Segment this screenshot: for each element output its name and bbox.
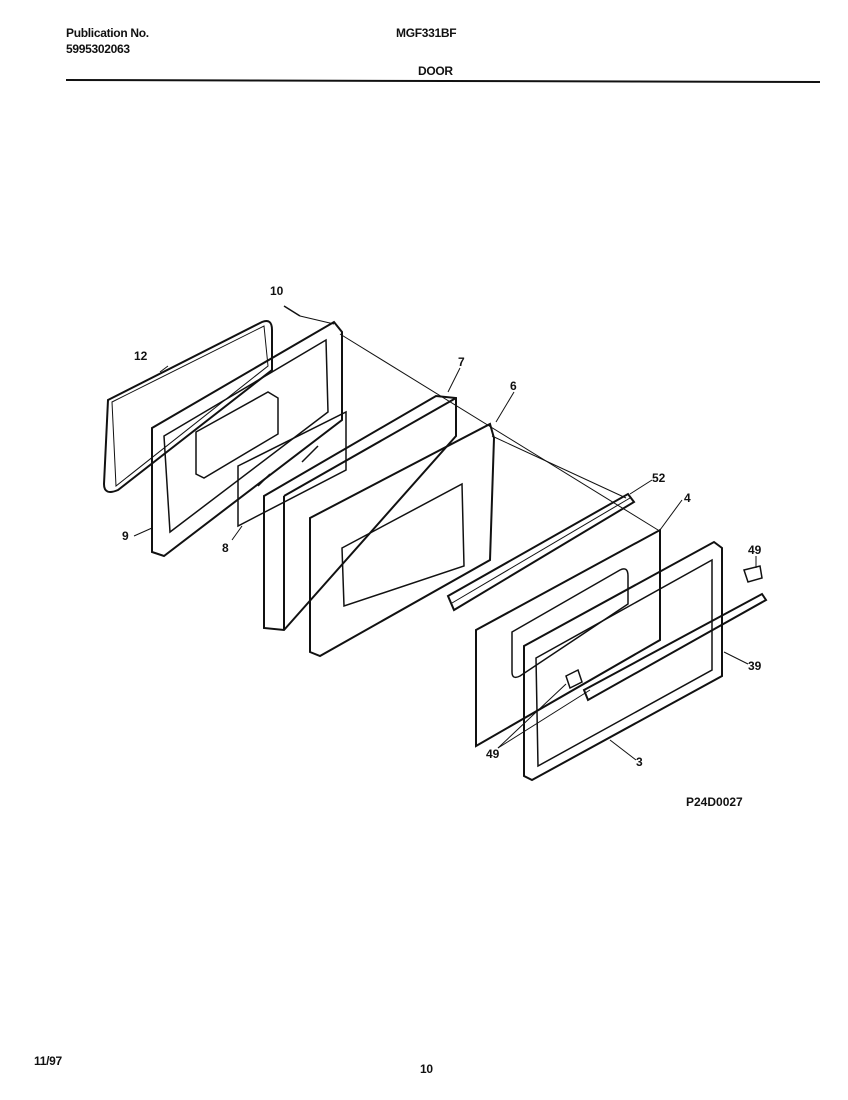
diagram-code: P24D0027	[686, 795, 743, 809]
handle-bar-52	[446, 492, 636, 612]
part-label-6: 6	[510, 379, 517, 393]
part-label-10: 10	[270, 284, 284, 298]
header-rule	[65, 79, 821, 83]
publication-label: Publication No.	[66, 26, 149, 40]
leader-lines	[133, 315, 757, 761]
part-label-39: 39	[748, 659, 762, 673]
publication-number: 5995302063	[66, 42, 130, 56]
part-label-8: 8	[222, 541, 229, 555]
part-label-4: 4	[684, 491, 691, 505]
clip-49-left	[565, 668, 583, 690]
part-label-12: 12	[134, 349, 148, 363]
clip-49-right	[743, 565, 763, 583]
model-number: MGF331BF	[396, 26, 457, 40]
outer-glass-4	[475, 528, 661, 748]
window-glass-8	[237, 410, 347, 528]
page-number: 10	[420, 1062, 433, 1076]
outer-door-panel-3	[523, 540, 723, 782]
trim-strip-39	[582, 592, 768, 702]
screw-10	[283, 305, 301, 317]
insulation-7	[263, 394, 457, 632]
door-frame-6	[309, 422, 496, 658]
inner-liner-9	[151, 320, 343, 558]
section-title: DOOR	[418, 64, 453, 78]
footer-date: 11/97	[34, 1054, 62, 1068]
gasket-12	[102, 320, 273, 493]
part-label-52: 52	[652, 471, 666, 485]
part-label-49-left: 49	[486, 747, 500, 761]
part-label-9: 9	[122, 529, 129, 543]
part-label-3: 3	[636, 755, 643, 769]
part-label-7: 7	[458, 355, 465, 369]
part-label-49-right: 49	[748, 543, 762, 557]
